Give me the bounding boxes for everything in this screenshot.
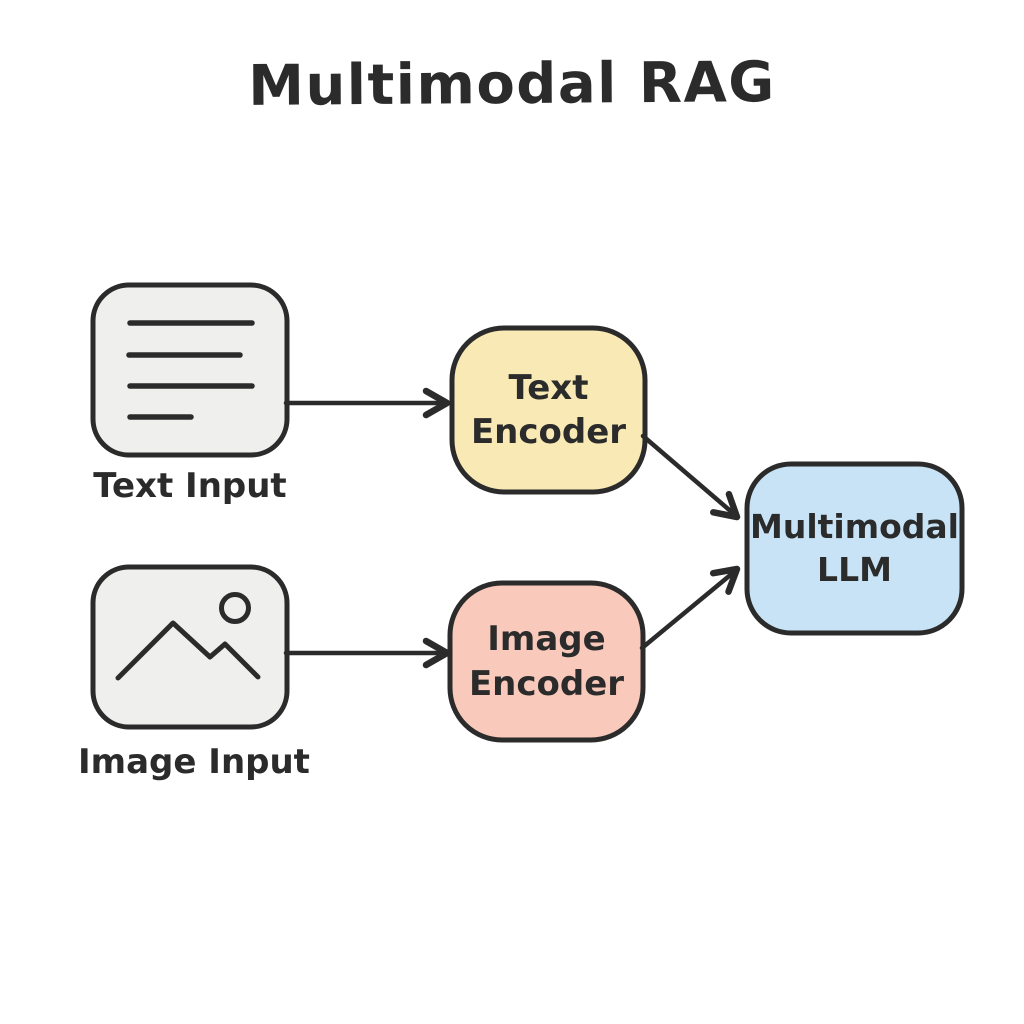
document-lines-icon: [126, 320, 255, 420]
text-input-node: [90, 282, 290, 458]
arrow-shaft: [639, 569, 737, 651]
multimodal-llm-node: [744, 461, 965, 636]
diagram-title: Multimodal RAG: [247, 50, 777, 119]
image-encoder-node: [447, 580, 646, 743]
arrow-image-input-to-image-encoder: [283, 637, 451, 669]
mountains-icon: [115, 620, 261, 681]
arrow-image-encoder-to-llm: [639, 565, 741, 651]
arrowhead-icon: [422, 637, 451, 669]
arrow-text-input-to-text-encoder: [283, 387, 451, 419]
text-encoder-node: [449, 325, 648, 495]
picture-icon: [115, 592, 261, 681]
arrowhead-icon: [710, 490, 741, 521]
image-input-node: [90, 564, 290, 730]
arrowhead-icon: [709, 565, 741, 595]
arrow-text-encoder-to-llm: [640, 433, 741, 521]
arrow-shaft: [640, 433, 737, 517]
sun-icon: [219, 592, 251, 624]
arrowhead-icon: [422, 387, 451, 419]
